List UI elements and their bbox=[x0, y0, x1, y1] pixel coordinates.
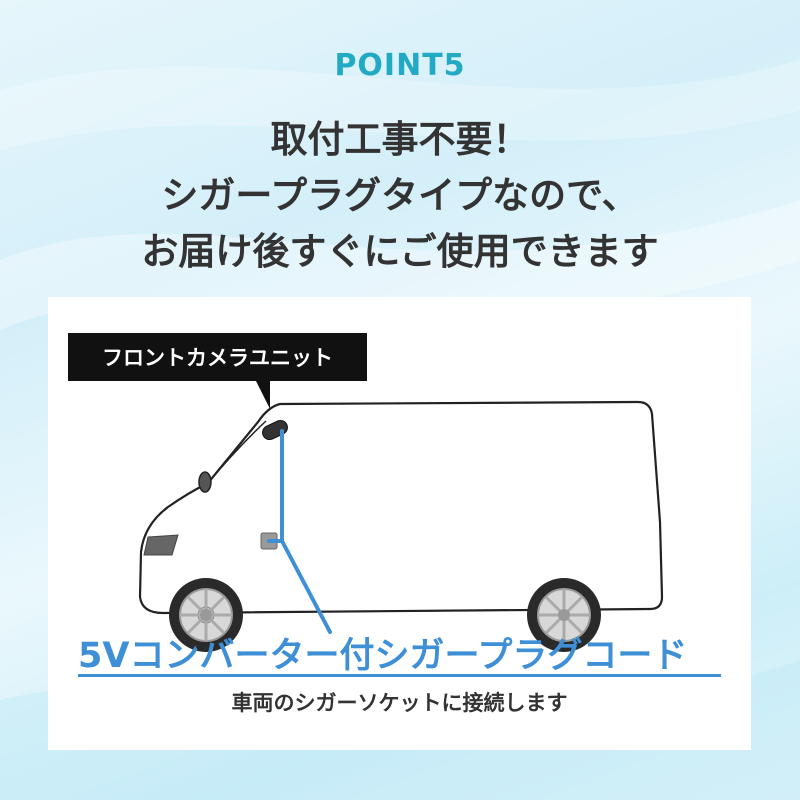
van-illustration bbox=[138, 400, 664, 652]
headline-line-2: シガープラグタイプなので、 bbox=[161, 174, 639, 217]
headlight bbox=[143, 534, 179, 556]
point-label: POINT5 bbox=[334, 48, 466, 83]
cord-description: 車両のシガーソケットに接続します bbox=[231, 691, 568, 715]
camera-label-pointer bbox=[256, 381, 270, 409]
headline-line-1: 取付工事不要！ bbox=[270, 118, 530, 161]
camera-label-tag: フロントカメラユニット bbox=[68, 333, 367, 381]
cord-title: 5Vコンバーター付シガープラグコード bbox=[78, 636, 688, 676]
side-mirror bbox=[198, 471, 212, 493]
headline: 取付工事不要！ シガープラグタイプなので、 お届け後すぐにご使用できます bbox=[0, 112, 800, 280]
rear-wheel bbox=[527, 578, 601, 652]
cord-path bbox=[267, 429, 332, 634]
headline-line-3: お届け後すぐにご使用できます bbox=[141, 230, 659, 273]
cord-title-underline bbox=[78, 674, 721, 677]
front-wheel bbox=[169, 578, 243, 652]
diagram-panel: フロントカメラユニット 5Vコンバーター付シガープラグコード 車両のシガーソケッ… bbox=[48, 297, 751, 750]
